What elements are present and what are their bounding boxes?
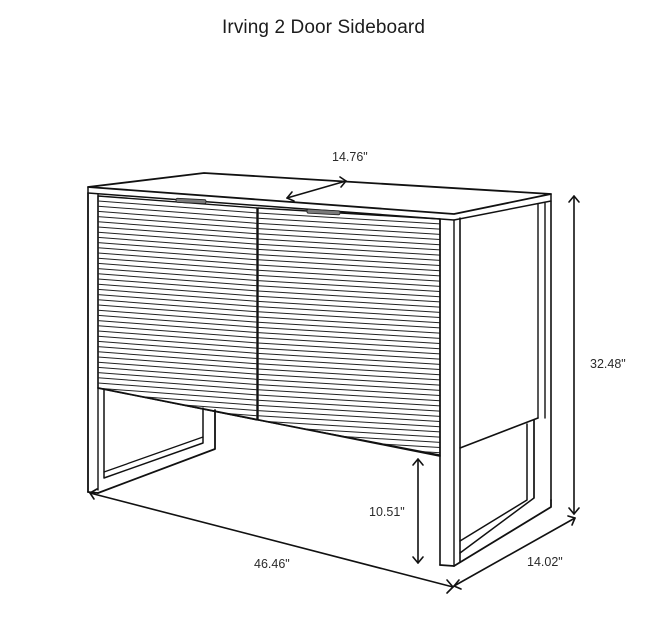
right-door-slats (258, 212, 440, 454)
depth-base-label: 14.02" (527, 555, 563, 569)
depth-base-dimension-arrow (453, 515, 576, 590)
left-door-handle (175, 197, 207, 205)
width-dimension-arrow (89, 488, 454, 594)
height-label: 32.48" (590, 357, 626, 371)
left-door (97, 195, 258, 421)
left-door-slats (98, 200, 257, 417)
width-label: 46.46" (254, 557, 290, 571)
right-frame (439, 200, 552, 567)
clearance-label: 10.51" (369, 505, 405, 519)
depth-top-label: 14.76" (332, 150, 368, 164)
diagram-title: Irving 2 Door Sideboard (222, 17, 425, 38)
depth-top-dimension-arrow (286, 176, 347, 202)
height-dimension-arrow (568, 195, 580, 515)
clearance-dimension-arrow (412, 458, 424, 564)
right-door (257, 207, 441, 456)
right-door-handle (306, 208, 341, 216)
